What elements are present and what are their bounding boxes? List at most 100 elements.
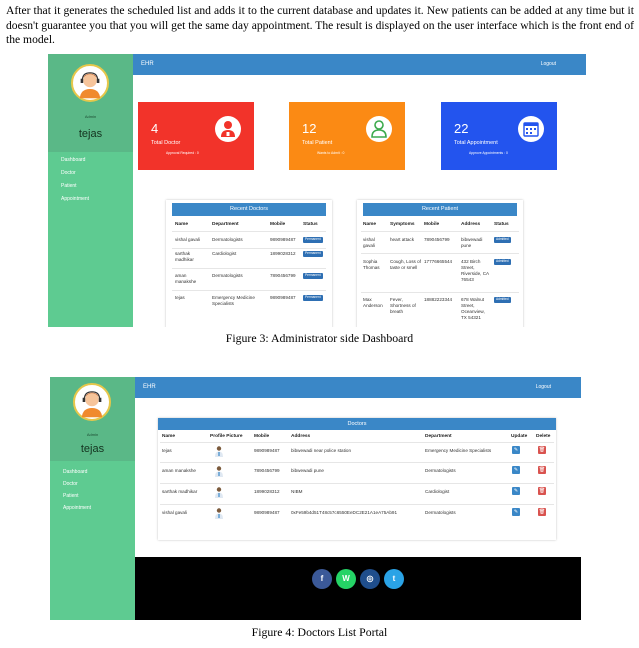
update-button[interactable]: ✎ bbox=[512, 508, 520, 516]
cell-mobile: 17776665544 bbox=[424, 259, 453, 264]
support-agent-icon bbox=[76, 386, 108, 418]
cell-dept: Emergency Medicine Specialists bbox=[425, 448, 492, 453]
divider bbox=[172, 290, 326, 291]
panel-title: Doctors bbox=[158, 418, 556, 430]
nav-dashboard[interactable]: Dashboard bbox=[61, 157, 86, 163]
cell-name: tejas bbox=[175, 295, 185, 300]
panel-title: Recent Patient bbox=[363, 203, 517, 216]
update-button[interactable]: ✎ bbox=[512, 466, 520, 474]
brand-link[interactable]: EHR bbox=[143, 384, 156, 390]
panel-title: Recent Doctors bbox=[172, 203, 326, 216]
avatar bbox=[73, 383, 111, 421]
col-header: Delete bbox=[536, 434, 551, 439]
col-header: Department bbox=[425, 434, 452, 439]
user-name: tejas bbox=[80, 443, 105, 455]
cell-dept: Dermatologists bbox=[212, 237, 243, 242]
col-header: Mobile bbox=[424, 222, 440, 227]
card-label: Total Appointment bbox=[454, 140, 498, 146]
card-label: Total Patient bbox=[302, 140, 333, 146]
cell-dept: Emergency Medicine Specialists bbox=[212, 295, 255, 306]
nav-dashboard[interactable]: Dashboard bbox=[63, 469, 88, 475]
cell-dept: Dermatologists bbox=[425, 510, 456, 515]
divider bbox=[172, 268, 326, 269]
top-navbar: EHR Logout bbox=[135, 377, 581, 398]
calendar-icon bbox=[518, 116, 544, 142]
col-header: Address bbox=[291, 434, 311, 439]
status-badge: Permanent bbox=[303, 251, 323, 257]
cell-name: vishal gavali bbox=[175, 237, 201, 242]
divider bbox=[361, 253, 519, 254]
nav-doctor[interactable]: Doctor bbox=[63, 481, 78, 487]
delete-button[interactable]: 🗑 bbox=[538, 466, 546, 474]
doctors-table-panel: Doctors Name Profile Picture Mobile Addr… bbox=[158, 418, 556, 540]
cell-address: 678 Walnut Street, Oceanview, TX 54321 bbox=[461, 297, 485, 320]
avatar bbox=[71, 64, 109, 102]
brand-link[interactable]: EHR bbox=[141, 61, 154, 67]
status-badge: Permanent bbox=[303, 273, 323, 279]
twitter-icon[interactable]: t bbox=[384, 569, 404, 589]
total-doctor-card: 4 Total Doctor Approval Required : 0 bbox=[138, 102, 254, 170]
cell-name: vishal gavali bbox=[162, 510, 188, 515]
facebook-icon[interactable]: f bbox=[312, 569, 332, 589]
card-number: 12 bbox=[302, 121, 317, 136]
cell-address: 0xFe59b4d51T48c57c6550EeDC2E21A1eA75Ab91 bbox=[291, 510, 397, 515]
total-appointment-card: 22 Total Appointment Approve Appointment… bbox=[441, 102, 557, 170]
doctor-avatar-icon bbox=[215, 466, 223, 477]
nav-doctor[interactable]: Doctor bbox=[61, 170, 76, 176]
divider bbox=[172, 231, 326, 232]
footer: f W ◎ t bbox=[135, 557, 581, 620]
nav-patient[interactable]: Patient bbox=[61, 183, 77, 189]
card-sub: Approve Appointments : 0 bbox=[469, 151, 508, 155]
nav-appointment[interactable]: Appointment bbox=[63, 505, 92, 511]
total-patient-card: 12 Total Patient Wants to Admit : 0 bbox=[289, 102, 405, 170]
instagram-icon[interactable]: ◎ bbox=[360, 569, 380, 589]
dashboard-screenshot: Admin tejas Dashboard Doctor Patient App… bbox=[48, 54, 586, 327]
cell-dept: Dermatologists bbox=[212, 273, 243, 278]
figure4-caption: Figure 4: Doctors List Portal bbox=[251, 625, 388, 639]
col-header: Address bbox=[461, 222, 481, 227]
logout-link[interactable]: Logout bbox=[540, 61, 556, 67]
cell-mobile: 9890989487 bbox=[254, 510, 280, 515]
divider bbox=[160, 504, 554, 505]
sidebar: Admin tejas Dashboard Doctor Patient App… bbox=[50, 377, 135, 620]
whatsapp-icon[interactable]: W bbox=[336, 569, 356, 589]
cell-dept: Dermatologists bbox=[425, 468, 456, 473]
figure3-caption: Figure 3: Administrator side Dashboard bbox=[225, 331, 414, 345]
card-number: 4 bbox=[151, 121, 159, 136]
delete-button[interactable]: 🗑 bbox=[538, 508, 546, 516]
cell-dept: Cardiologist bbox=[425, 489, 450, 494]
col-header: Status bbox=[303, 222, 318, 227]
nav-appointment[interactable]: Appointment bbox=[61, 196, 90, 202]
cell-mobile: 18882223344 bbox=[424, 297, 453, 302]
cell-symptoms: heart attack bbox=[390, 237, 415, 242]
cell-mobile: 7890456799 bbox=[254, 468, 280, 473]
divider bbox=[172, 248, 326, 249]
card-label: Total Doctor bbox=[151, 140, 181, 146]
col-header: Mobile bbox=[270, 222, 286, 227]
cell-name: aman manakshe bbox=[175, 273, 197, 284]
cell-mobile: 7890456799 bbox=[424, 237, 450, 242]
cell-name: tejas bbox=[162, 448, 172, 453]
sidebar: Admin tejas Dashboard Doctor Patient App… bbox=[48, 54, 133, 327]
doctor-avatar-icon bbox=[215, 487, 223, 498]
doctor-avatar-icon bbox=[215, 446, 223, 457]
status-badge: Admitted bbox=[494, 237, 511, 243]
delete-button[interactable]: 🗑 bbox=[538, 446, 546, 454]
cell-dept: Cardiologist bbox=[212, 251, 237, 256]
cell-name: aman manakshe bbox=[162, 468, 196, 473]
update-button[interactable]: ✎ bbox=[512, 446, 520, 454]
col-header: Update bbox=[511, 434, 528, 439]
col-header: Profile Picture bbox=[210, 434, 243, 439]
doctors-list-screenshot: Admin tejas Dashboard Doctor Patient App… bbox=[50, 377, 581, 620]
delete-button[interactable]: 🗑 bbox=[538, 487, 546, 495]
cell-name: sarthak madhikar bbox=[175, 251, 194, 262]
nav-patient[interactable]: Patient bbox=[63, 493, 79, 499]
logout-link[interactable]: Logout bbox=[535, 384, 551, 390]
col-header: Name bbox=[175, 222, 189, 227]
user-role: Admin bbox=[86, 432, 99, 437]
card-number: 22 bbox=[454, 121, 469, 136]
divider bbox=[160, 442, 554, 443]
cell-mobile: 1899028312 bbox=[254, 489, 280, 494]
update-button[interactable]: ✎ bbox=[512, 487, 520, 495]
doctor-avatar-icon bbox=[215, 508, 223, 519]
